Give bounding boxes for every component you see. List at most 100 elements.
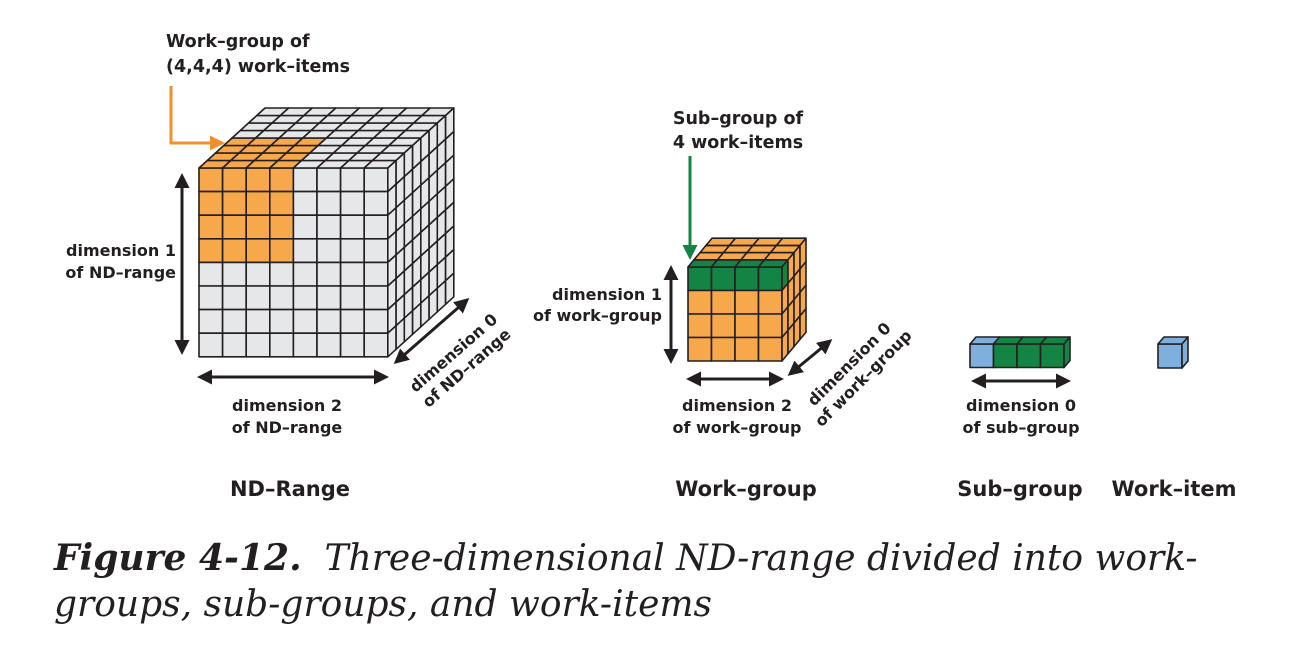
cube-front-cell (969, 343, 995, 369)
nd-dim2-label-line1: dimension 2 (232, 396, 342, 415)
diagram-canvas: Work–group of (4,4,4) work–items dimensi… (65, 32, 1237, 501)
cube-front-cell (339, 308, 366, 335)
cube-front-cell (363, 167, 389, 193)
cube-front-cell (687, 266, 713, 292)
cube-front-cell (316, 214, 342, 240)
sg-dim0-label-line1: dimension 0 (966, 396, 1076, 415)
cube-front-cell (198, 167, 224, 193)
sub-group-group: dimension 0 of sub–group Sub–group (957, 336, 1083, 501)
workgroup-callout-arrow (169, 86, 225, 151)
nd-dim0-arrow (393, 298, 470, 364)
cube-front-cell (757, 313, 783, 339)
cube-front-cell (687, 289, 713, 315)
cube-front-cell (292, 285, 318, 311)
cube-front-cell (198, 190, 224, 216)
cube-front-cell (221, 308, 247, 335)
cube-front-cell (339, 261, 366, 287)
cube-front-cell (268, 308, 295, 335)
cube-front-cell (734, 289, 760, 315)
cube-front-cell (245, 332, 271, 358)
nd-dim1-label-line1: dimension 1 (66, 241, 176, 260)
cube-front-cell (363, 190, 389, 216)
cube-front-cell (198, 214, 224, 240)
cube-front-cell (198, 332, 224, 358)
cube-front-cell (198, 261, 224, 287)
cube-front-cell (292, 308, 318, 335)
cube-front-cell (734, 336, 760, 362)
cube-front-cell (363, 308, 389, 335)
nd-range-cube (198, 107, 455, 358)
cube-front-cell (198, 238, 224, 264)
cube-front-cell (1157, 343, 1183, 369)
cube-front-cell (268, 332, 295, 358)
cube-front-cell (316, 308, 342, 335)
cube-front-cell (363, 214, 389, 240)
cube-side-cell (444, 272, 455, 306)
nd-dim1-label-line2: of ND–range (65, 263, 176, 282)
workgroup-callout-line2: (4,4,4) work–items (166, 57, 350, 77)
cube-front-cell (710, 313, 736, 339)
wg-dim2-label-line2: of work–group (672, 418, 801, 437)
cube-front-cell (316, 190, 342, 216)
cube-front-cell (245, 238, 271, 264)
cube-front-cell (245, 285, 271, 311)
cube-front-cell (268, 238, 295, 264)
cube-front-cell (268, 214, 295, 240)
cube-front-cell (316, 332, 342, 358)
work-item-title: Work–item (1111, 477, 1236, 501)
cube-front-cell (363, 238, 389, 264)
workgroup-callout-line1: Work–group of (166, 32, 310, 52)
cube-front-cell (221, 190, 247, 216)
cube-front-cell (339, 214, 366, 240)
cube-front-cell (221, 238, 247, 264)
cube-front-cell (292, 238, 318, 264)
subgroup-callout-line1: Sub–group of (673, 109, 804, 129)
cube-front-cell (221, 214, 247, 240)
cube-front-cell (221, 285, 247, 311)
wg-dim1-label-line1: dimension 1 (552, 285, 662, 304)
cube-front-cell (710, 336, 736, 362)
cube-front-cell (316, 238, 342, 264)
cube-front-cell (245, 261, 271, 287)
cube-front-cell (268, 261, 295, 287)
cube-front-cell (292, 167, 318, 193)
work-item-group: Work–item (1111, 336, 1237, 501)
cube-side-cell (799, 307, 807, 341)
cube-front-cell (757, 266, 783, 292)
cube-front-cell (292, 214, 318, 240)
cube-front-cell (992, 343, 1018, 369)
cube-front-cell (221, 261, 247, 287)
cube-front-cell (339, 285, 366, 311)
cube-front-cell (363, 332, 389, 358)
cube-front-cell (710, 289, 736, 315)
figure-caption: Figure 4-12. Three-dimensional ND-range … (54, 535, 1294, 628)
cube-front-cell (710, 266, 736, 292)
figure-caption-label: Figure 4-12. (54, 537, 302, 579)
cube-front-cell (363, 261, 389, 287)
cube-front-cell (339, 190, 366, 216)
cube-side-cell (1181, 336, 1189, 369)
cube-front-cell (245, 308, 271, 335)
cube-front-cell (339, 238, 366, 264)
cube-front-cell (268, 285, 295, 311)
work-group-cube (687, 237, 807, 362)
cube-front-cell (734, 266, 760, 292)
work-group-group: Sub–group of 4 work–items dimension 1 of… (533, 109, 916, 501)
figure-caption-text: Three-dimensional ND-range divided into … (54, 538, 1198, 625)
cube-front-cell (1016, 343, 1042, 369)
cube-front-cell (734, 313, 760, 339)
cube-front-cell (316, 285, 342, 311)
wg-dim2-label-line1: dimension 2 (682, 396, 792, 415)
cube-front-cell (757, 289, 783, 315)
cube-front-cell (687, 336, 713, 362)
cube-front-cell (339, 332, 366, 358)
wg-dim1-label-line2: of work–group (533, 306, 662, 325)
sub-group-title: Sub–group (957, 477, 1082, 501)
cube-front-cell (687, 313, 713, 339)
work-item-cube (1157, 336, 1189, 369)
wg-dim0-arrow (787, 339, 833, 376)
sg-dim0-label-line2: of sub–group (962, 418, 1079, 437)
cube-front-cell (292, 190, 318, 216)
nd-range-group: Work–group of (4,4,4) work–items dimensi… (65, 32, 514, 501)
cube-front-cell (316, 261, 342, 287)
